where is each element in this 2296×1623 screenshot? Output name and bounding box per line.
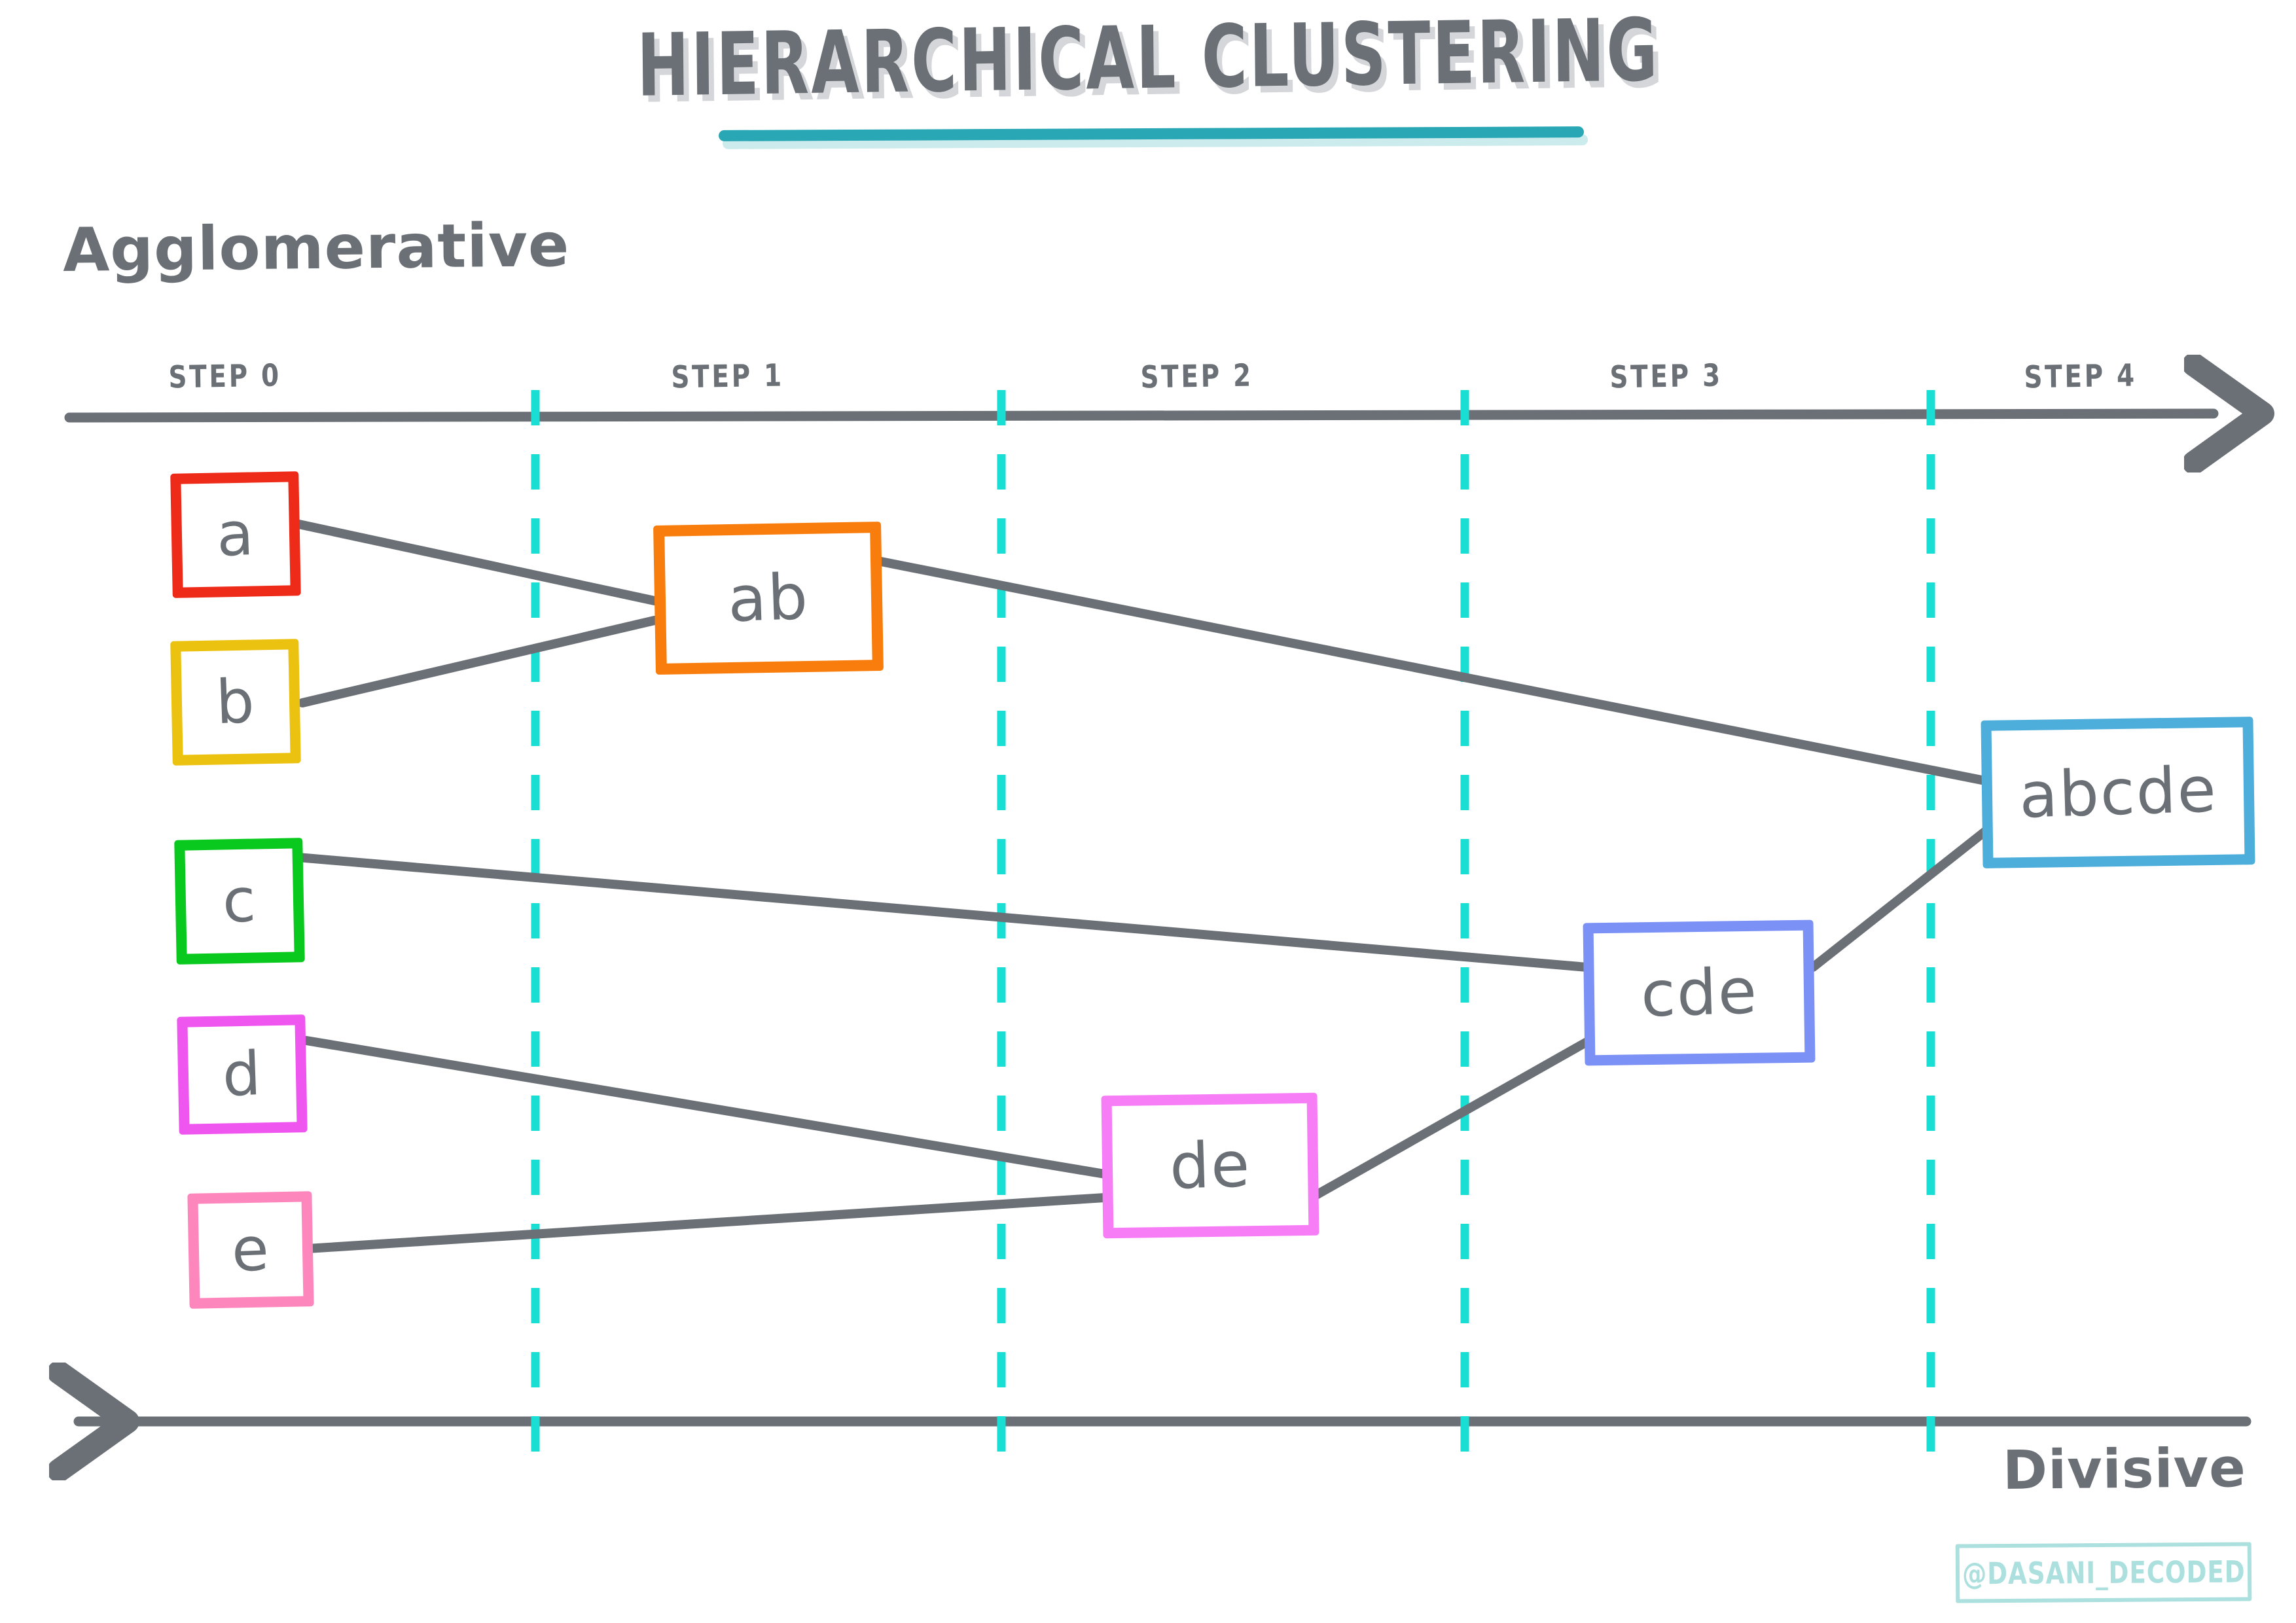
step-label-3: STEP 3 xyxy=(1609,357,1723,396)
watermark-badge: @DASANI_DECODED xyxy=(1955,1542,2252,1603)
step-label-0: STEP 0 xyxy=(168,357,282,396)
cluster-label-ab: ab xyxy=(726,560,810,637)
agglomerative-label: Agglomerative xyxy=(62,209,570,286)
title-underline xyxy=(718,126,1585,141)
cluster-box-ab[interactable]: ab xyxy=(653,521,884,675)
cluster-label-cde: cde xyxy=(1639,954,1759,1031)
cluster-label-de: de xyxy=(1168,1128,1252,1204)
step-label-1: STEP 1 xyxy=(671,357,785,396)
page-title-text: HIERARCHICAL CLUSTERING xyxy=(636,0,1660,116)
watermark-text: @DASANI_DECODED xyxy=(1962,1554,2246,1592)
merge-link-e-de xyxy=(303,1193,1109,1253)
cluster-box-abcde[interactable]: abcde xyxy=(1981,717,2255,868)
cluster-label-b: b xyxy=(214,666,257,738)
cluster-label-a: a xyxy=(215,498,257,571)
merge-link-cde-abcde xyxy=(1808,825,1992,972)
merge-link-a-ab xyxy=(291,519,659,605)
divisive-label: Divisive xyxy=(2002,1437,2247,1502)
top-axis xyxy=(64,414,2214,418)
step-label-4: STEP 4 xyxy=(2024,357,2138,396)
cluster-label-e: e xyxy=(230,1213,272,1286)
cluster-box-a[interactable]: a xyxy=(170,471,301,598)
step-label-2: STEP 2 xyxy=(1140,357,1254,396)
cluster-box-cde[interactable]: cde xyxy=(1583,919,1816,1066)
cluster-label-c: c xyxy=(221,865,259,936)
cluster-box-d[interactable]: d xyxy=(177,1014,308,1135)
cluster-label-d: d xyxy=(221,1038,264,1111)
cluster-box-c[interactable]: c xyxy=(174,838,305,965)
merge-link-de-cde xyxy=(1307,1036,1594,1202)
page-title: HIERARCHICAL CLUSTERING xyxy=(0,0,2296,116)
merge-link-c-cde xyxy=(293,853,1592,972)
merge-link-b-ab xyxy=(298,616,659,707)
cluster-box-de[interactable]: de xyxy=(1101,1092,1319,1239)
merge-link-d-de xyxy=(302,1036,1109,1179)
cluster-label-abcde: abcde xyxy=(2018,753,2218,832)
cluster-box-e[interactable]: e xyxy=(187,1191,314,1309)
cluster-box-b[interactable]: b xyxy=(170,639,301,766)
merge-link-ab-abcde xyxy=(876,557,1993,786)
